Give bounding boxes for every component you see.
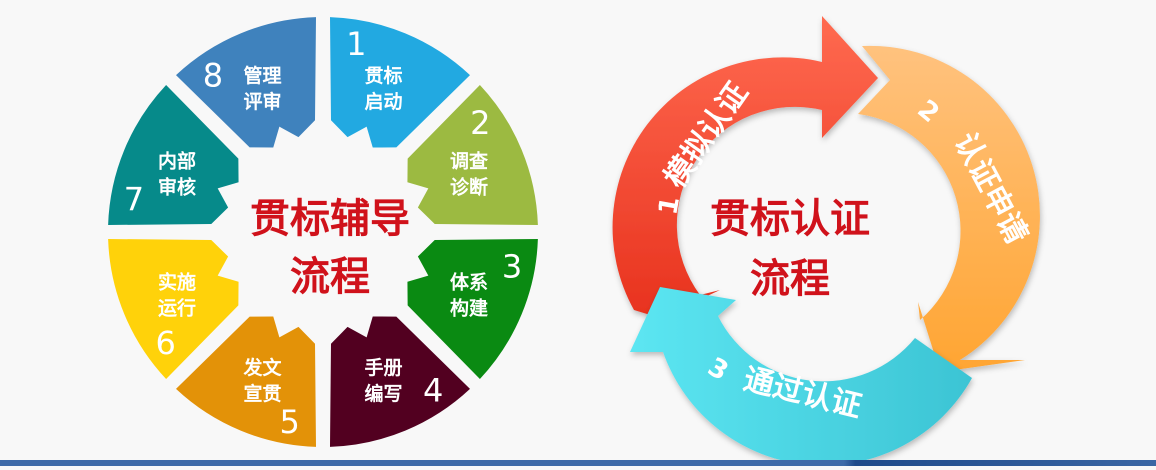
segment-step-1 [329,17,470,148]
segment-number: 1 [346,25,366,63]
segment-label-line1: 贯标 [364,65,402,87]
segment-label-line1: 内部 [158,150,196,173]
segment-number: 7 [124,181,144,219]
arrow-step-3 [630,287,972,466]
segment-number: 3 [502,247,522,285]
left-title-line2: 流程 [290,254,370,300]
segment-label-line2: 评审 [244,90,282,113]
segment-step-7 [108,85,239,226]
segment-label-line2: 运行 [158,296,196,319]
segment-step-8 [176,17,317,148]
segment-step-5 [176,316,317,447]
arrow-step-1 [612,16,878,318]
right-title-line2: 流程 [750,256,830,302]
left-title-line1: 贯标辅导 [250,196,410,242]
guanbiao-certification-cycle-diagram: 1 模拟认证 2 认证申请 3 通过认证 [612,16,1040,466]
segment-label-line2: 启动 [364,90,402,113]
segment-label-line1: 管理 [244,64,282,87]
segment-label-line1: 手册 [364,356,402,379]
segment-number: 6 [156,324,176,362]
segment-label-line1: 实施 [158,270,196,293]
segment-step-4 [329,316,470,447]
segment-step-2 [407,85,538,226]
segment-step-3 [407,238,538,379]
arrow-step-2 [858,45,1040,373]
segment-label-line2: 诊断 [450,176,488,199]
right-title-line1: 贯标认证 [710,196,870,242]
segment-label-line2: 编写 [364,382,402,405]
segment-label-line2: 宣贯 [244,382,282,405]
segment-label-line2: 审核 [158,176,196,199]
segment-step-6 [108,238,239,379]
segment-number: 4 [423,371,443,409]
segment-label-line1: 发文 [243,356,283,379]
segment-label-line1: 调查 [450,150,489,173]
segment-number: 5 [279,403,299,441]
segment-label-line1: 体系 [450,270,488,293]
segment-number: 2 [470,104,490,142]
footer-bar [0,460,1156,466]
arrow-1-number: 1 [653,194,686,217]
segment-number: 8 [203,57,223,95]
segment-label-line2: 构建 [450,296,488,319]
